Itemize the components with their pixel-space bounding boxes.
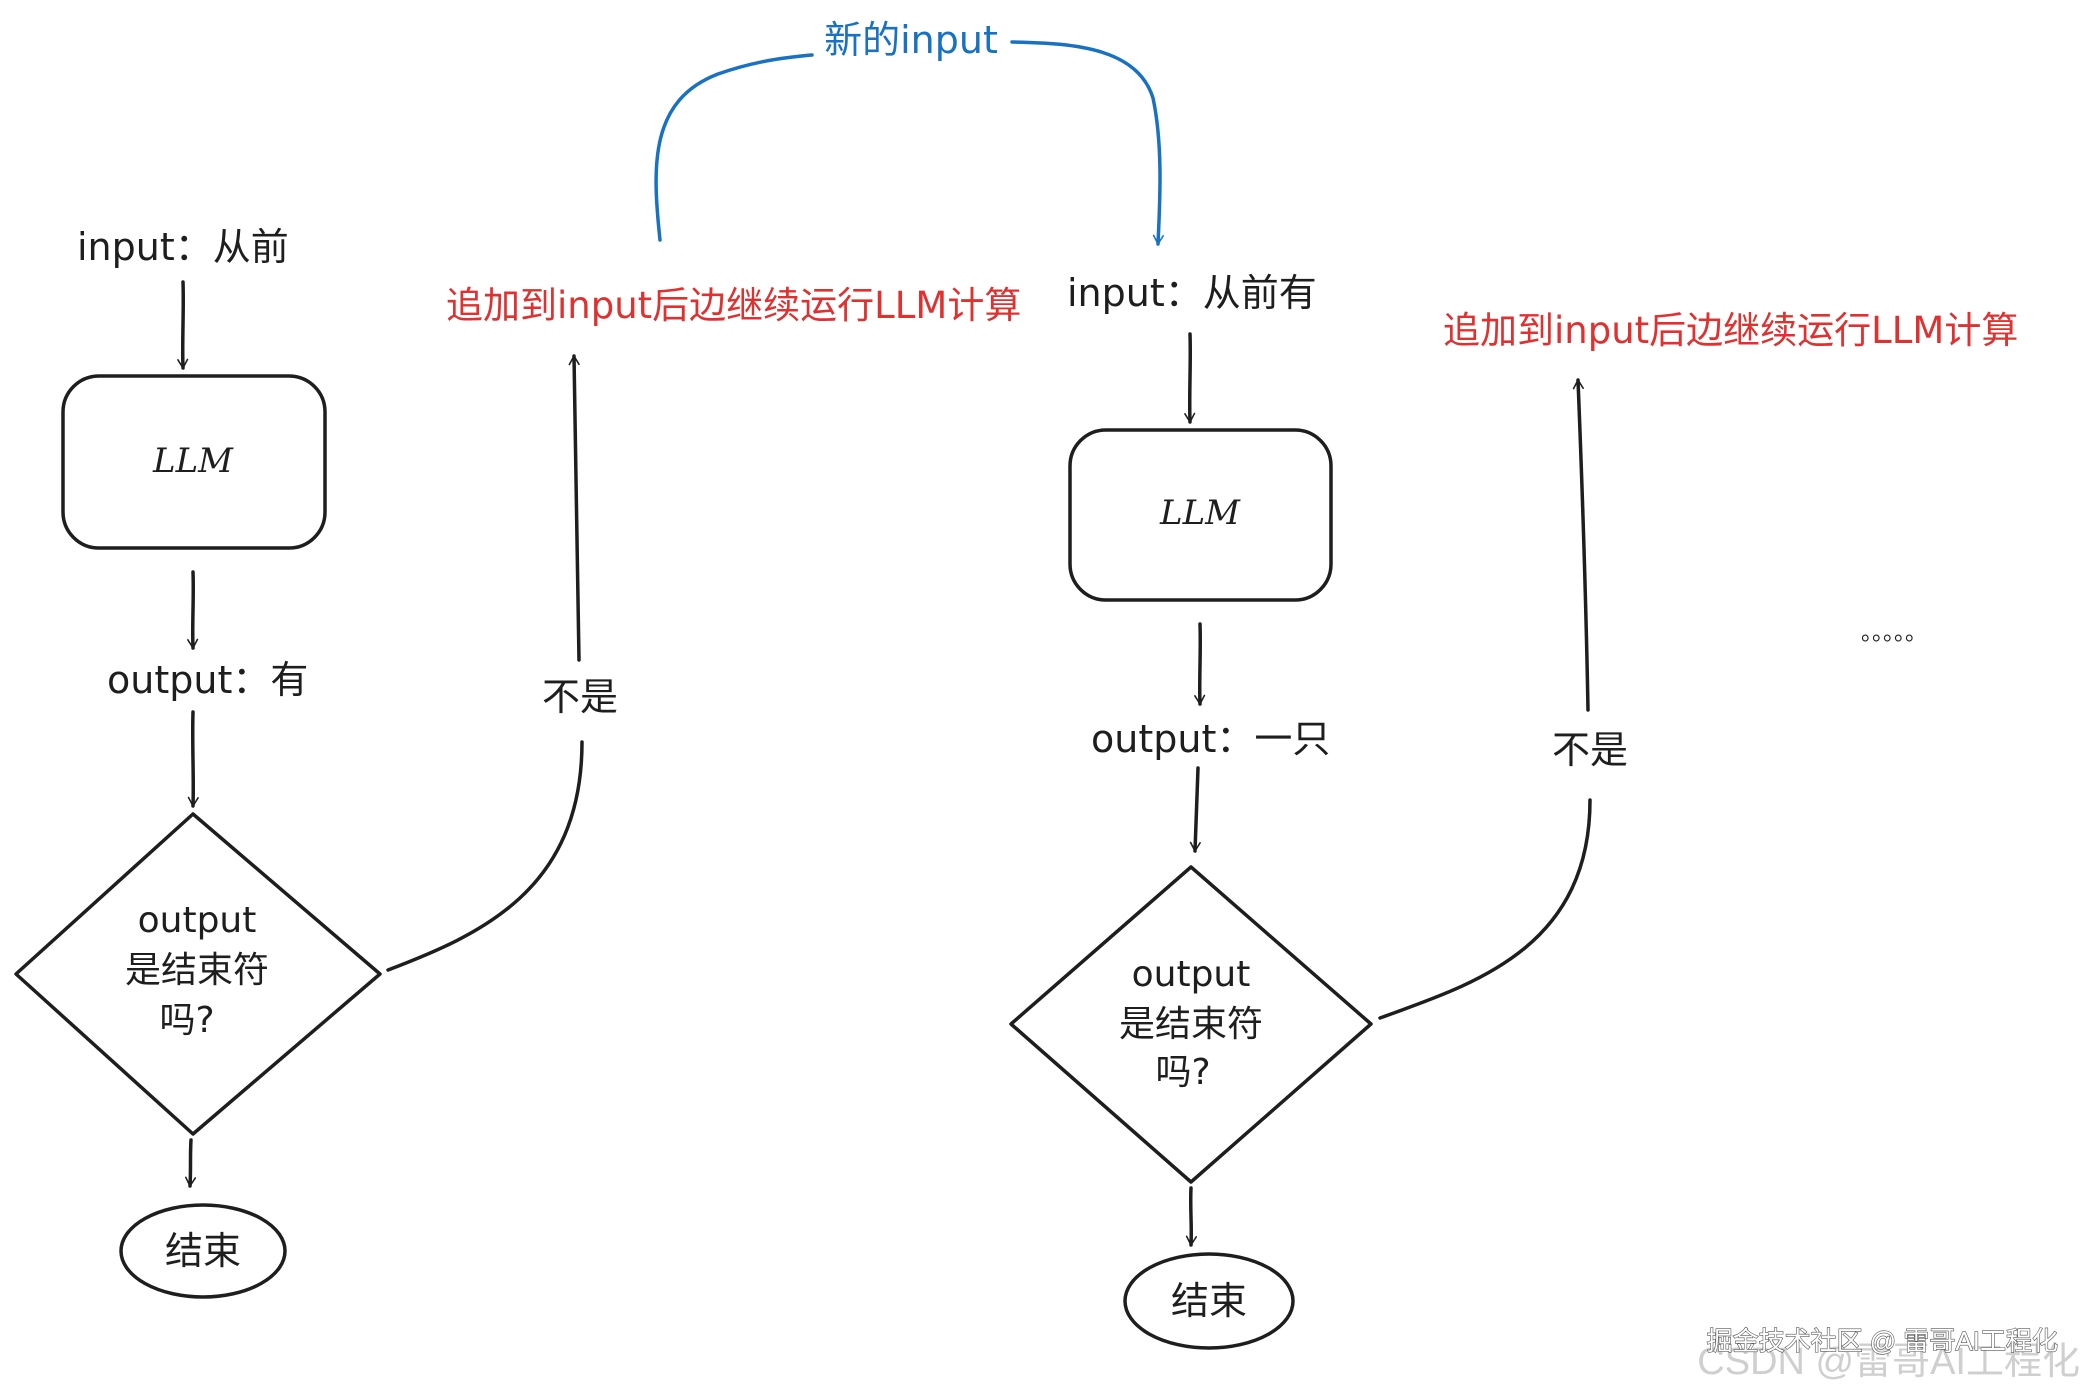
bridge: 新的input [654, 18, 1164, 246]
left-llm-box [61, 374, 327, 550]
right-end-label: 结束 [1171, 1279, 1247, 1323]
right-arrow-input-to-llm [1184, 332, 1196, 424]
left-arrow-output-to-decision [187, 710, 199, 808]
right-decision-line1: output [1132, 954, 1251, 995]
right-flow: input：从前有 LLM output：一只 output 是结束符 吗? 结… [1009, 271, 2018, 1350]
watermark-csdn: CSDN @雷哥AI工程化 [1697, 1341, 2080, 1383]
right-decision-line2: 是结束符 [1119, 1004, 1263, 1045]
right-loop-lower-line [1378, 798, 1592, 1020]
left-loop-lower-line [386, 740, 584, 972]
right-end-ellipse [1123, 1252, 1295, 1350]
right-llm-box [1068, 428, 1333, 602]
bridge-curve-right-arrow [1010, 40, 1164, 246]
left-decision-line1: output [138, 900, 257, 941]
left-end-label: 结束 [165, 1229, 241, 1273]
left-decision-line3: 吗? [159, 1000, 214, 1041]
right-output-label: output：一只 [1091, 717, 1330, 761]
left-decision-diamond [14, 812, 382, 1136]
right-llm-label: LLM [1159, 493, 1241, 533]
bridge-curve-left [654, 53, 814, 242]
left-arrow-input-to-llm [177, 280, 189, 370]
left-append-label: 追加到input后边继续运行LLM计算 [446, 284, 1021, 327]
left-decision-line2: 是结束符 [125, 950, 269, 991]
right-arrow-decision-to-end [1185, 1186, 1198, 1247]
left-arrow-llm-to-output [187, 570, 199, 650]
right-input-label: input：从前有 [1067, 271, 1317, 315]
right-loop-upper-arrow [1572, 378, 1590, 712]
left-end-ellipse [119, 1203, 287, 1299]
watermark-juejin: 掘金技术社区 @ 雷哥AI工程化 [1707, 1326, 2058, 1356]
bridge-label: 新的input [824, 18, 998, 62]
left-input-label: input：从前 [77, 225, 289, 269]
left-arrow-decision-to-end [184, 1138, 197, 1188]
left-loop-upper-arrow [568, 354, 581, 662]
continuation-ellipsis: 。。。。。 [1861, 621, 1927, 646]
right-arrow-output-to-decision [1189, 766, 1201, 853]
left-output-label: output：有 [107, 658, 308, 702]
right-arrow-llm-to-output [1194, 622, 1206, 706]
left-flow: input：从前 LLM output：有 output 是结束符 吗? 结束 … [14, 225, 1021, 1299]
right-decision-diamond [1009, 865, 1373, 1184]
left-llm-label: LLM [152, 441, 234, 481]
right-append-label: 追加到input后边继续运行LLM计算 [1443, 309, 2018, 352]
right-not-label: 不是 [1552, 728, 1628, 772]
right-decision-line3: 吗? [1155, 1052, 1210, 1093]
left-not-label: 不是 [542, 675, 618, 719]
